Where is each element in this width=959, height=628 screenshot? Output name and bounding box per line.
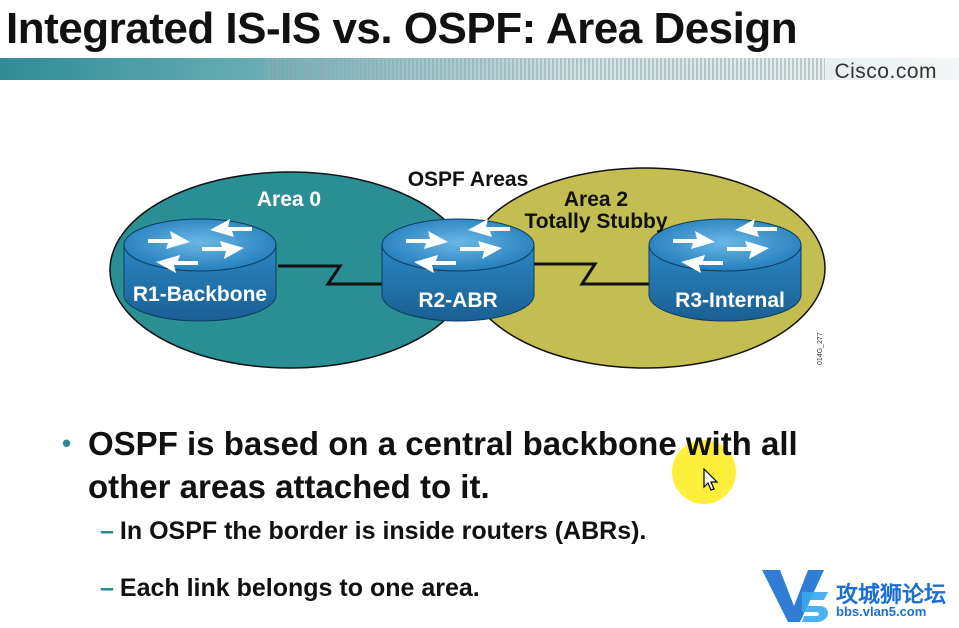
sub-bullet-2-text: Each link belongs to one area. — [119, 574, 480, 602]
router-r2-icon — [381, 218, 535, 322]
slide-title: Integrated IS-IS vs. OSPF: Area Design — [6, 4, 798, 53]
link-r2-r3 — [532, 262, 652, 286]
bullet-line-1: OSPF is based on a central backbone with… — [88, 425, 798, 462]
router-r3-label: R3-Internal — [675, 289, 785, 312]
bullet-dot-icon: • — [62, 428, 72, 458]
cisco-brand: Cisco.com — [834, 60, 937, 83]
router-r3-icon — [648, 218, 802, 322]
sub-bullet-1: –In OSPF the border is inside routers (A… — [100, 517, 646, 546]
bullet-line-2: other areas attached to it. — [88, 468, 490, 505]
router-r2-label: R2-ABR — [418, 289, 497, 312]
diagram-heading: OSPF Areas — [408, 168, 529, 191]
mouse-pointer-icon — [703, 468, 719, 491]
watermark-cn-text: 攻城狮论坛 — [836, 582, 947, 607]
title-stripe — [0, 58, 959, 80]
area-2-label-line2: Totally Stubby — [524, 210, 667, 233]
figure-code: 014G_277 — [817, 332, 824, 365]
area-2-label-line1: Area 2 — [564, 188, 628, 211]
watermark-url: bbs.vlan5.com — [836, 604, 927, 619]
sub-bullet-1-text: In OSPF the border is inside routers (AB… — [119, 517, 647, 545]
router-r1-label: R1-Backbone — [133, 283, 267, 306]
area-0-label: Area 0 — [257, 188, 321, 211]
link-r1-r2 — [278, 264, 382, 286]
v5-watermark-logo — [762, 570, 828, 622]
router-r1-icon — [123, 218, 277, 322]
sub-bullet-2: –Each link belongs to one area. — [100, 574, 480, 603]
dash-icon: – — [100, 574, 114, 602]
dash-icon: – — [100, 517, 114, 545]
ospf-area-diagram: OSPF Areas Area 0 Area 2 Totally Stubby … — [100, 160, 840, 380]
